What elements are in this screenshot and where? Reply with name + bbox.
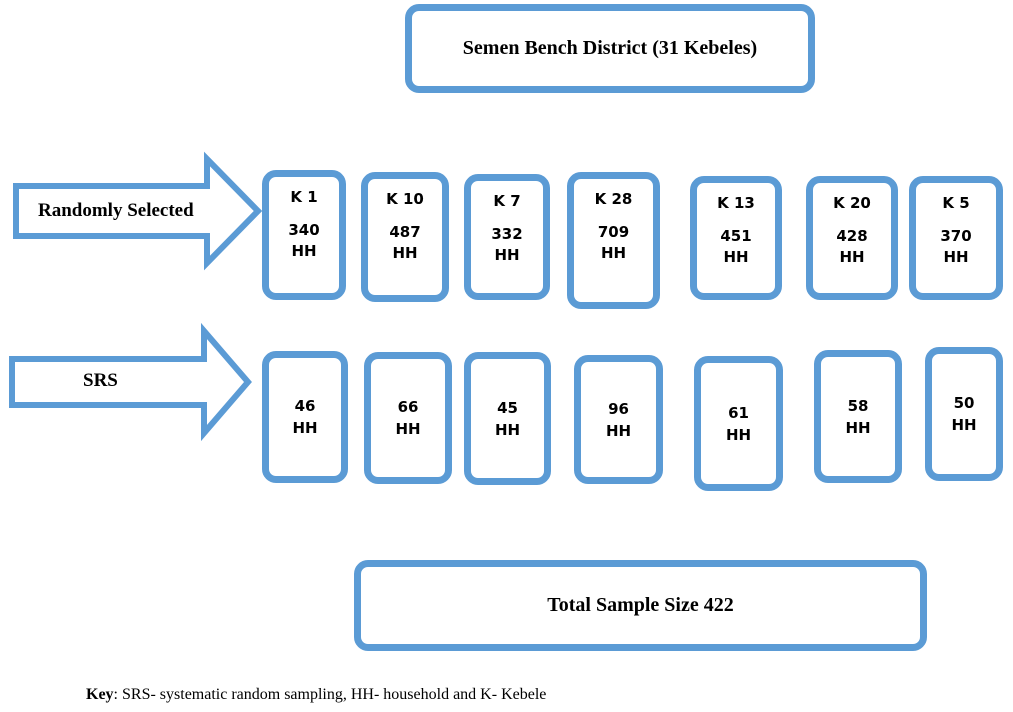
- sample-box: 45 HH: [464, 352, 551, 485]
- sample-household-count: 45: [497, 398, 518, 417]
- kebele-household-count: 709: [597, 223, 630, 241]
- key-text: : SRS- systematic random sampling, HH- h…: [113, 686, 547, 703]
- sample-box: 46 HH: [262, 351, 348, 483]
- sample-household-count: 61: [728, 403, 749, 422]
- kebele-name: K 5: [942, 194, 970, 212]
- sample-household-unit: HH: [494, 420, 521, 439]
- randomly-selected-label: Randomly Selected: [38, 200, 194, 221]
- district-box: Semen Bench District (31 Kebeles): [405, 4, 815, 93]
- kebele-household-unit: HH: [494, 246, 520, 264]
- sample-box: 58 HH: [814, 350, 902, 483]
- kebele-household-unit: HH: [392, 244, 418, 262]
- sample-household-unit: HH: [845, 418, 871, 437]
- arrow-right-icon: [13, 151, 263, 271]
- kebele-name: K 13: [717, 194, 755, 212]
- kebele-household-count: 340: [288, 221, 320, 239]
- sample-household-count: 66: [397, 398, 419, 416]
- kebele-household-unit: HH: [943, 248, 969, 266]
- sample-box: 96 HH: [574, 355, 663, 484]
- kebele-household-unit: HH: [839, 248, 865, 266]
- sample-household-count: 58: [847, 396, 869, 415]
- total-sample-box: Total Sample Size 422: [354, 560, 927, 651]
- kebele-household-count: 428: [836, 227, 868, 245]
- sample-household-count: 96: [608, 399, 629, 418]
- sample-box: 61 HH: [694, 356, 783, 491]
- kebele-household-count: 370: [940, 227, 972, 245]
- kebele-household-count: 487: [389, 223, 421, 241]
- sample-box: 66 HH: [364, 352, 452, 484]
- kebele-name: K 20: [833, 194, 871, 212]
- kebele-name: K 10: [386, 190, 424, 208]
- kebele-box: K 28 709 HH: [567, 172, 660, 309]
- key-title: Key: [86, 686, 114, 703]
- kebele-name: K 7: [493, 192, 521, 210]
- arrow-right-icon: [9, 322, 252, 442]
- kebele-name: K 1: [290, 188, 318, 206]
- sample-household-unit: HH: [725, 425, 752, 444]
- sample-box: 50 HH: [925, 347, 1003, 481]
- srs-arrow: SRS: [8, 322, 253, 442]
- total-sample-label: Total Sample Size 422: [547, 594, 734, 616]
- kebele-household-unit: HH: [291, 242, 317, 260]
- kebele-household-unit: HH: [723, 248, 749, 266]
- sample-household-unit: HH: [395, 420, 421, 438]
- sample-household-unit: HH: [292, 419, 318, 437]
- randomly-selected-arrow: Randomly Selected: [12, 151, 263, 271]
- sample-household-count: 46: [294, 397, 316, 415]
- srs-label: SRS: [83, 370, 118, 391]
- kebele-box: K 13 451 HH: [690, 176, 782, 300]
- kebele-box: K 10 487 HH: [361, 172, 449, 302]
- sample-household-unit: HH: [951, 416, 977, 434]
- sample-household-count: 50: [953, 394, 975, 412]
- kebele-box: K 1 340 HH: [262, 170, 346, 300]
- kebele-box: K 20 428 HH: [806, 176, 898, 300]
- district-label: Semen Bench District (31 Kebeles): [462, 37, 758, 59]
- kebele-household-unit: HH: [600, 244, 627, 262]
- kebele-box: K 5 370 HH: [909, 176, 1003, 300]
- kebele-box: K 7 332 HH: [464, 174, 550, 300]
- key-legend: Key: SRS- systematic random sampling, HH…: [86, 686, 546, 704]
- sample-household-unit: HH: [605, 421, 632, 440]
- kebele-household-count: 451: [720, 227, 752, 245]
- kebele-household-count: 332: [491, 225, 523, 243]
- kebele-name: K 28: [594, 190, 633, 208]
